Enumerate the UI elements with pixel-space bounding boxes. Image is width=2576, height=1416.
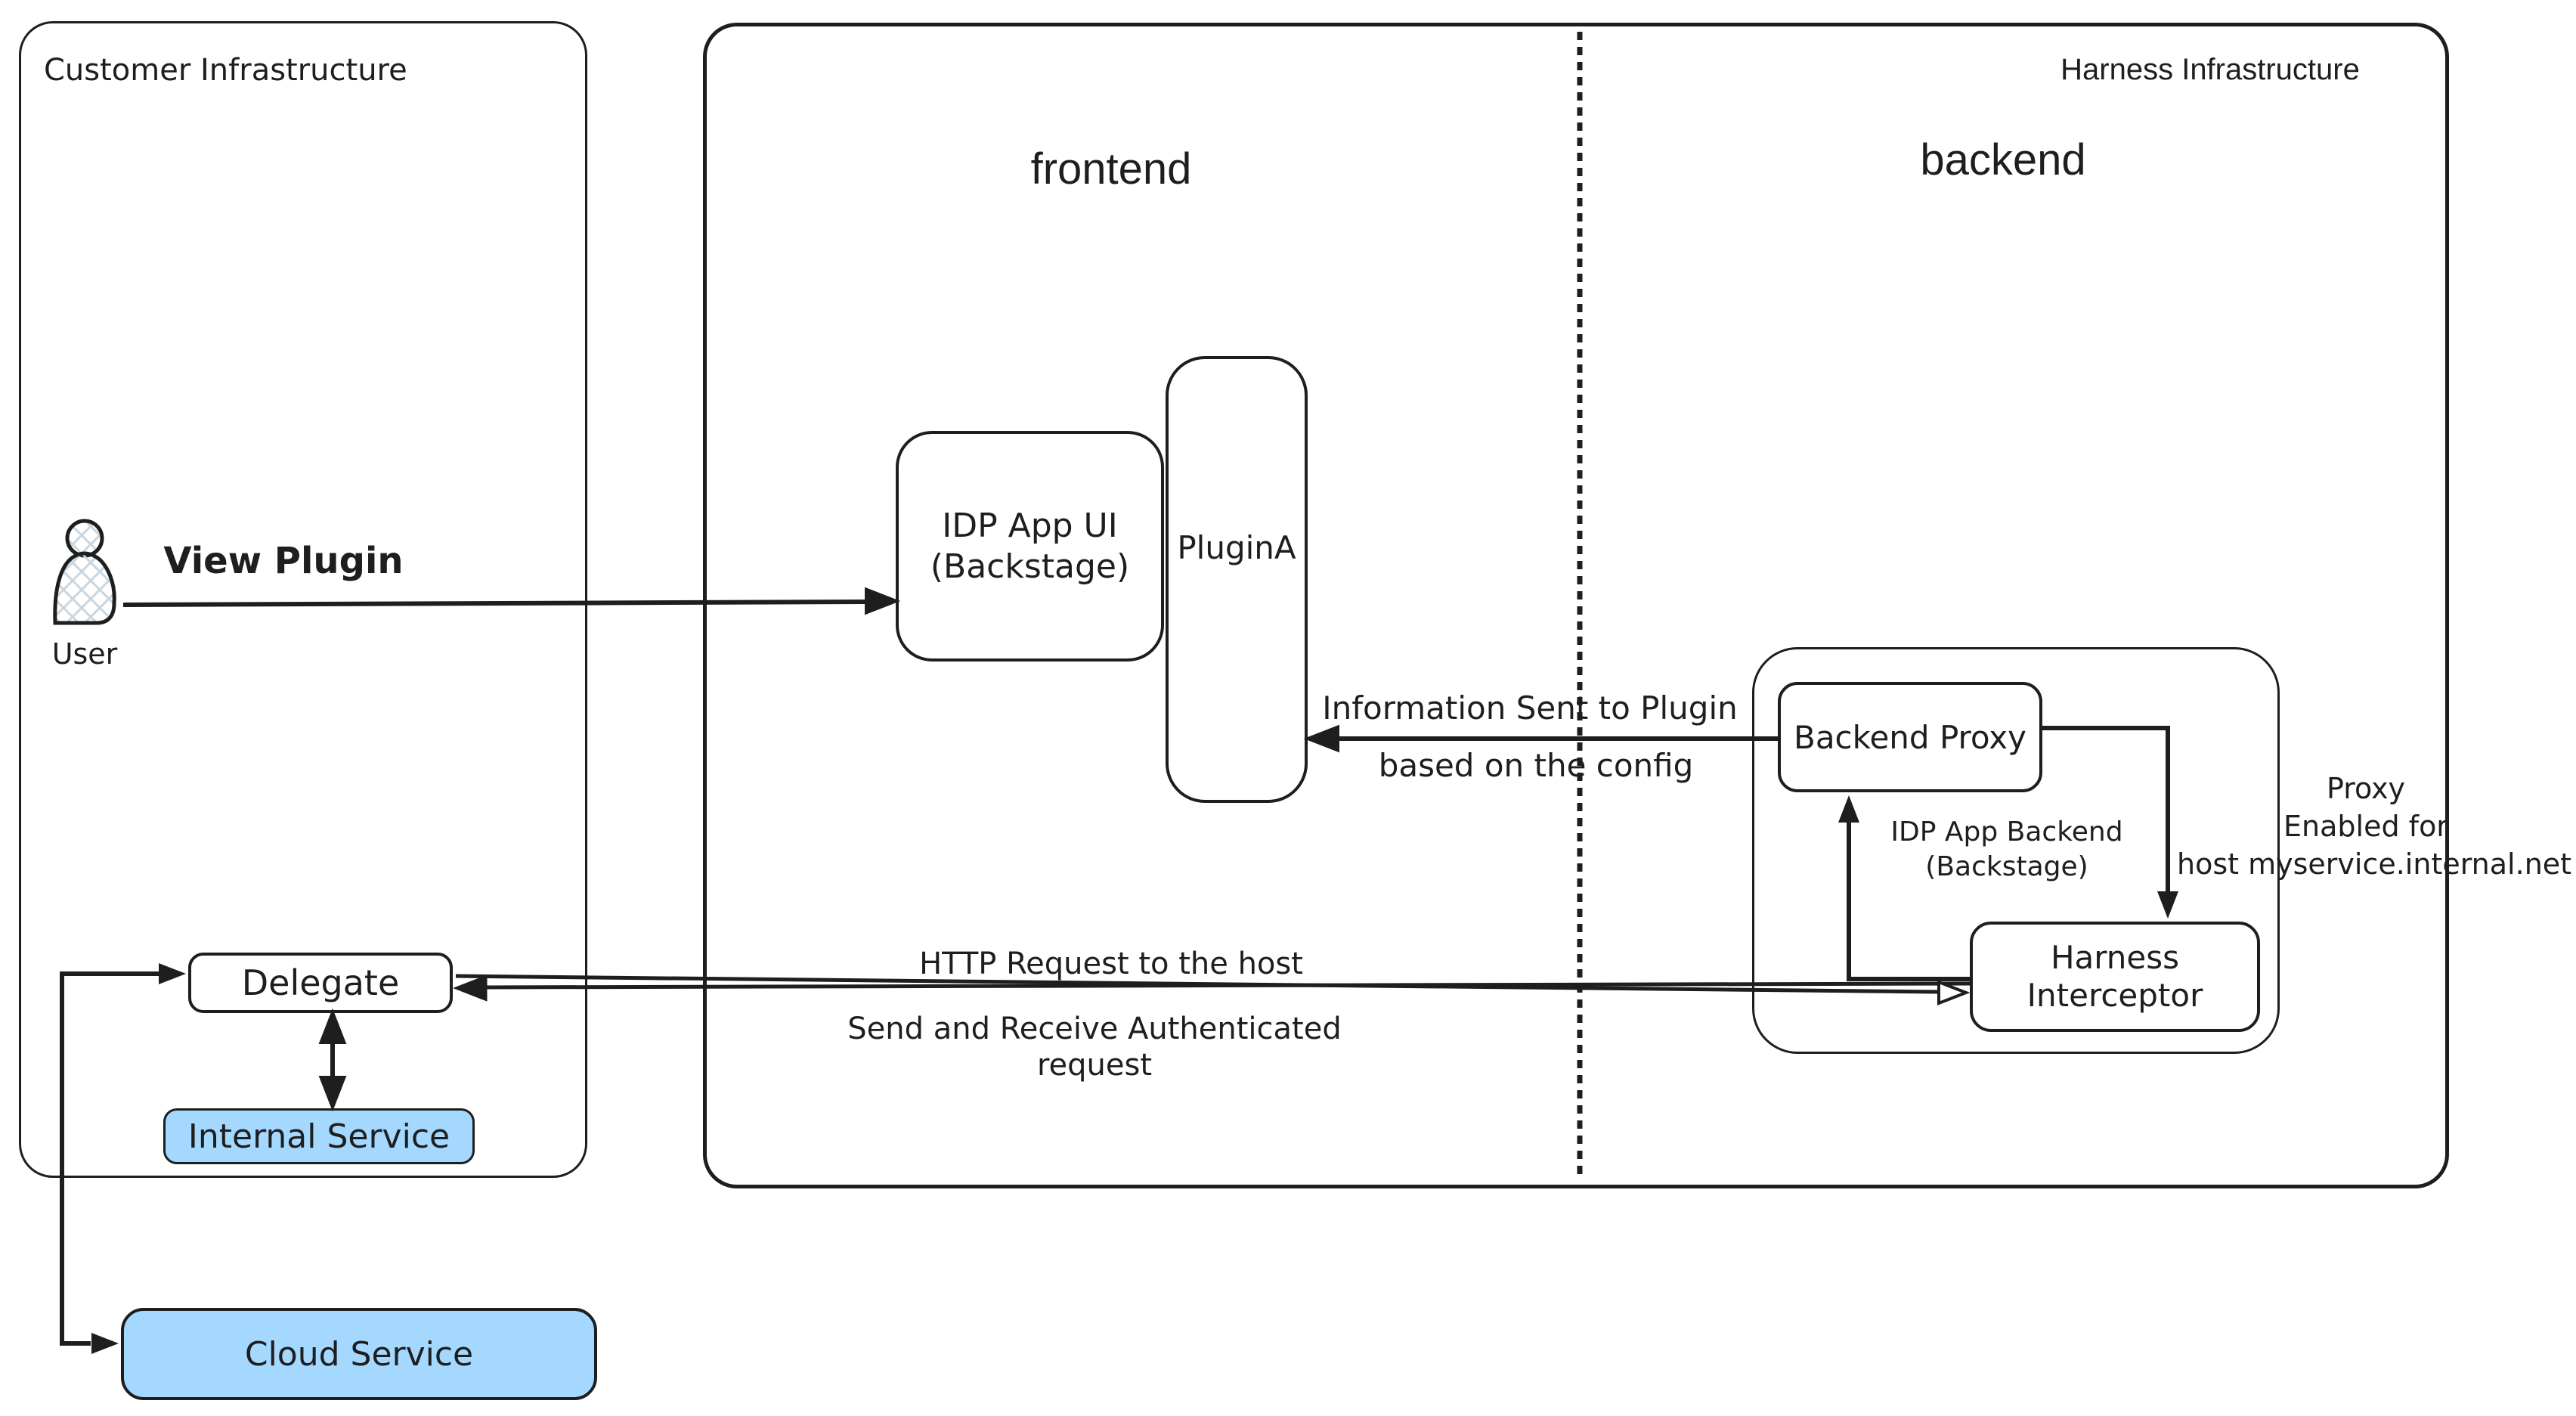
info-sent-edge-label-line2: based on the config (1378, 747, 1694, 784)
harness-infrastructure-title: Harness Infrastructure (2060, 53, 2360, 86)
internal-service-label: Internal Service (187, 1117, 450, 1156)
idp-app-ui-label-line1: IDP App UI (942, 506, 1118, 545)
delegate-node: Delegate (188, 953, 453, 1013)
delegate-label: Delegate (241, 962, 400, 1003)
auth-request-edge-label-line2: request (1036, 1048, 1153, 1083)
backend-proxy-label: Backend Proxy (1794, 718, 2026, 756)
idp-app-backend-label: IDP App Backend (Backstage) (1856, 815, 2158, 885)
http-request-edge-label: HTTP Request to the host (919, 947, 1303, 981)
backend-proxy-node: Backend Proxy (1778, 682, 2042, 792)
idp-app-ui-label-line2: (Backstage) (930, 547, 1130, 586)
plugin-a-node (1166, 356, 1308, 803)
idp-app-ui-node: IDP App UI (Backstage) (896, 431, 1164, 662)
harness-interceptor-label-line1: Harness (2050, 939, 2180, 976)
info-sent-edge-label-line1: Information Sent to Plugin (1322, 689, 1738, 727)
frontend-title: frontend (1030, 144, 1192, 194)
auth-request-edge-label-line1: Send and Receive Authenticated (847, 1012, 1342, 1046)
view-plugin-edge-label: View Plugin (163, 540, 404, 582)
idp-app-backend-label-line2: (Backstage) (1925, 851, 2088, 882)
internal-service-node: Internal Service (163, 1108, 475, 1164)
proxy-enabled-line3: host myservice.internal.net (2177, 847, 2572, 881)
idp-app-backend-label-line1: IDP App Backend (1890, 816, 2123, 847)
harness-interceptor-node: Harness Interceptor (1970, 922, 2260, 1032)
customer-infrastructure-title: Customer Infrastructure (44, 53, 407, 88)
proxy-enabled-annotation: Proxy Enabled for host myservice.interna… (2177, 770, 2572, 883)
user-label: User (51, 637, 118, 671)
backend-title: backend (1920, 135, 2086, 184)
harness-interceptor-label-line2: Interceptor (2026, 977, 2203, 1014)
proxy-enabled-line2: Enabled for (2283, 810, 2448, 843)
cloud-service-node: Cloud Service (121, 1308, 597, 1400)
plugin-a-label: PluginA (1177, 529, 1296, 566)
proxy-enabled-line1: Proxy (2326, 772, 2406, 805)
cloud-service-label: Cloud Service (244, 1334, 474, 1374)
